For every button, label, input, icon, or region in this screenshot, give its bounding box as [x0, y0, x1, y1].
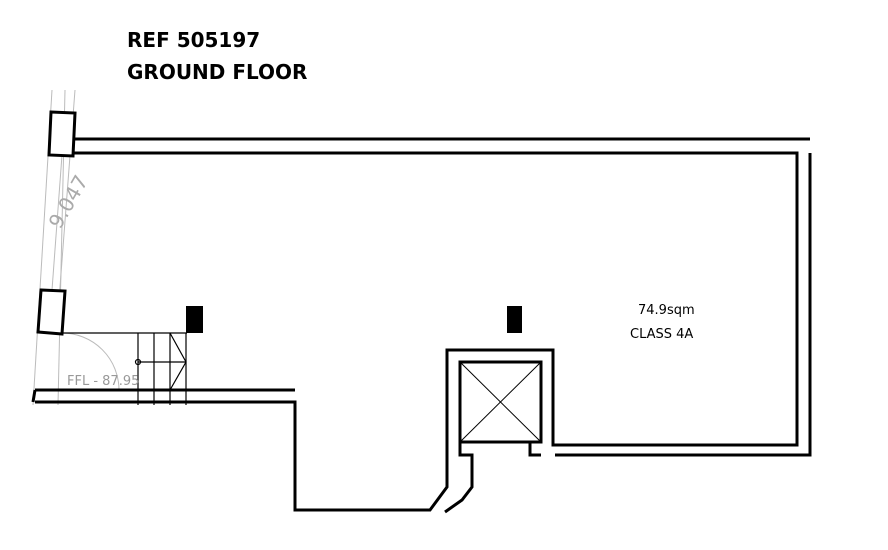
lift-cross	[459, 361, 542, 443]
floor-title: GROUND FLOOR	[127, 60, 308, 84]
pier	[36, 288, 67, 336]
staircase	[62, 332, 187, 405]
room-area: 74.9sqm	[638, 303, 695, 318]
reference-title: REF 505197	[127, 28, 261, 52]
room-class: CLASS 4A	[630, 327, 693, 342]
column	[186, 306, 203, 333]
boundary-lines	[32, 89, 120, 406]
pier	[47, 110, 77, 158]
column	[507, 306, 522, 333]
boundary-label: 9.047	[44, 171, 93, 233]
floor-level-label: FFL - 87.95	[67, 374, 139, 389]
